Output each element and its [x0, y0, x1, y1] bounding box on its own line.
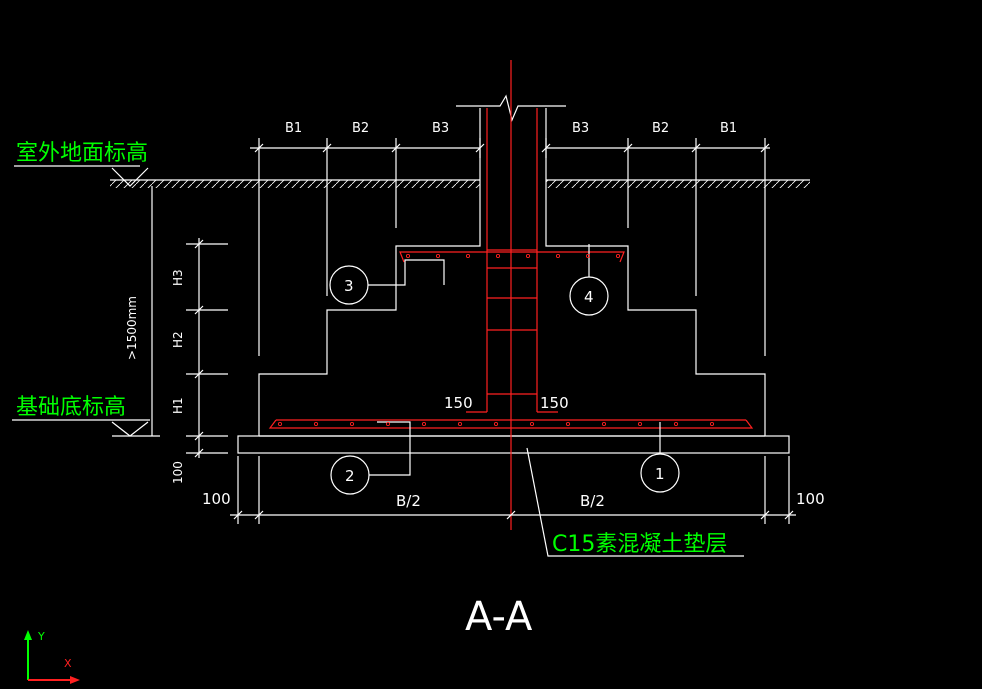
dim-h1: H1 [171, 397, 185, 414]
rebar-dot [349, 421, 355, 427]
column-rebar [466, 108, 558, 413]
dim-b3-right: B3 [572, 121, 589, 136]
dim-offset-right: 100 [796, 490, 825, 508]
dim-offset-left: 100 [202, 490, 231, 508]
dim-half-right: B/2 [580, 492, 605, 510]
rebar-dot [495, 253, 501, 259]
cushion-leader [526, 447, 744, 557]
marker-4-label: 4 [584, 288, 594, 306]
ground-hatch [110, 179, 810, 188]
rebar-dot [421, 421, 427, 427]
bottom-mesh-rebar [268, 419, 754, 429]
rebar-dot [555, 253, 561, 259]
rebar-dot [615, 253, 621, 259]
base-level-marker [12, 419, 160, 437]
rebar-dot [709, 421, 715, 427]
marker-3-label: 3 [344, 277, 354, 295]
ground-level-marker [14, 165, 149, 187]
dim-h3: H3 [171, 269, 185, 286]
dim-h2: H2 [171, 331, 185, 348]
dim-b1-left: B1 [285, 121, 302, 136]
dim-half-left: B/2 [396, 492, 421, 510]
dim-cushion-thk: 100 [171, 461, 185, 484]
bottom-dimension-line [230, 456, 796, 524]
top-mesh-rebar [399, 251, 625, 263]
rebar-dot [405, 253, 411, 259]
dim-col-right: 150 [540, 394, 569, 412]
rebar-dot [465, 253, 471, 259]
rebar-dot [601, 421, 607, 427]
ground-level-label: 室外地面标高 [16, 141, 148, 166]
marker-1 [640, 422, 680, 493]
dim-b2-left: B2 [352, 121, 369, 136]
rebar-dot [565, 421, 571, 427]
top-dimension-line [250, 138, 770, 356]
base-level-label: 基础底标高 [16, 395, 126, 420]
dim-b1-right: B1 [720, 121, 737, 136]
foundation-outline [258, 94, 766, 437]
marker-2-label: 2 [345, 467, 355, 485]
section-title: A-A [465, 594, 533, 640]
rebar-dot [313, 421, 319, 427]
dim-b2-right: B2 [652, 121, 669, 136]
dim-depth: >1500mm [125, 296, 139, 360]
left-vertical-dimension [151, 186, 228, 458]
rebar-dot [529, 421, 535, 427]
rebar-dot [637, 421, 643, 427]
rebar-dot [493, 421, 499, 427]
rebar-dot [525, 253, 531, 259]
marker-2 [330, 421, 411, 495]
rebar-dot [585, 253, 591, 259]
rebar-dot [435, 253, 441, 259]
ucs-x-label: X [64, 657, 72, 670]
cushion-layer [237, 435, 790, 454]
marker-4 [569, 244, 609, 316]
rebar-dot [385, 421, 391, 427]
dim-col-left: 150 [444, 394, 473, 412]
marker-3 [329, 259, 445, 305]
rebar-dot [277, 421, 283, 427]
marker-1-label: 1 [655, 465, 665, 483]
ucs-icon [24, 630, 80, 684]
dim-b3-left: B3 [432, 121, 449, 136]
rebar-dot [457, 421, 463, 427]
cushion-label: C15素混凝土垫层 [552, 532, 727, 557]
ucs-y-label: Y [37, 630, 45, 643]
rebar-dot [673, 421, 679, 427]
